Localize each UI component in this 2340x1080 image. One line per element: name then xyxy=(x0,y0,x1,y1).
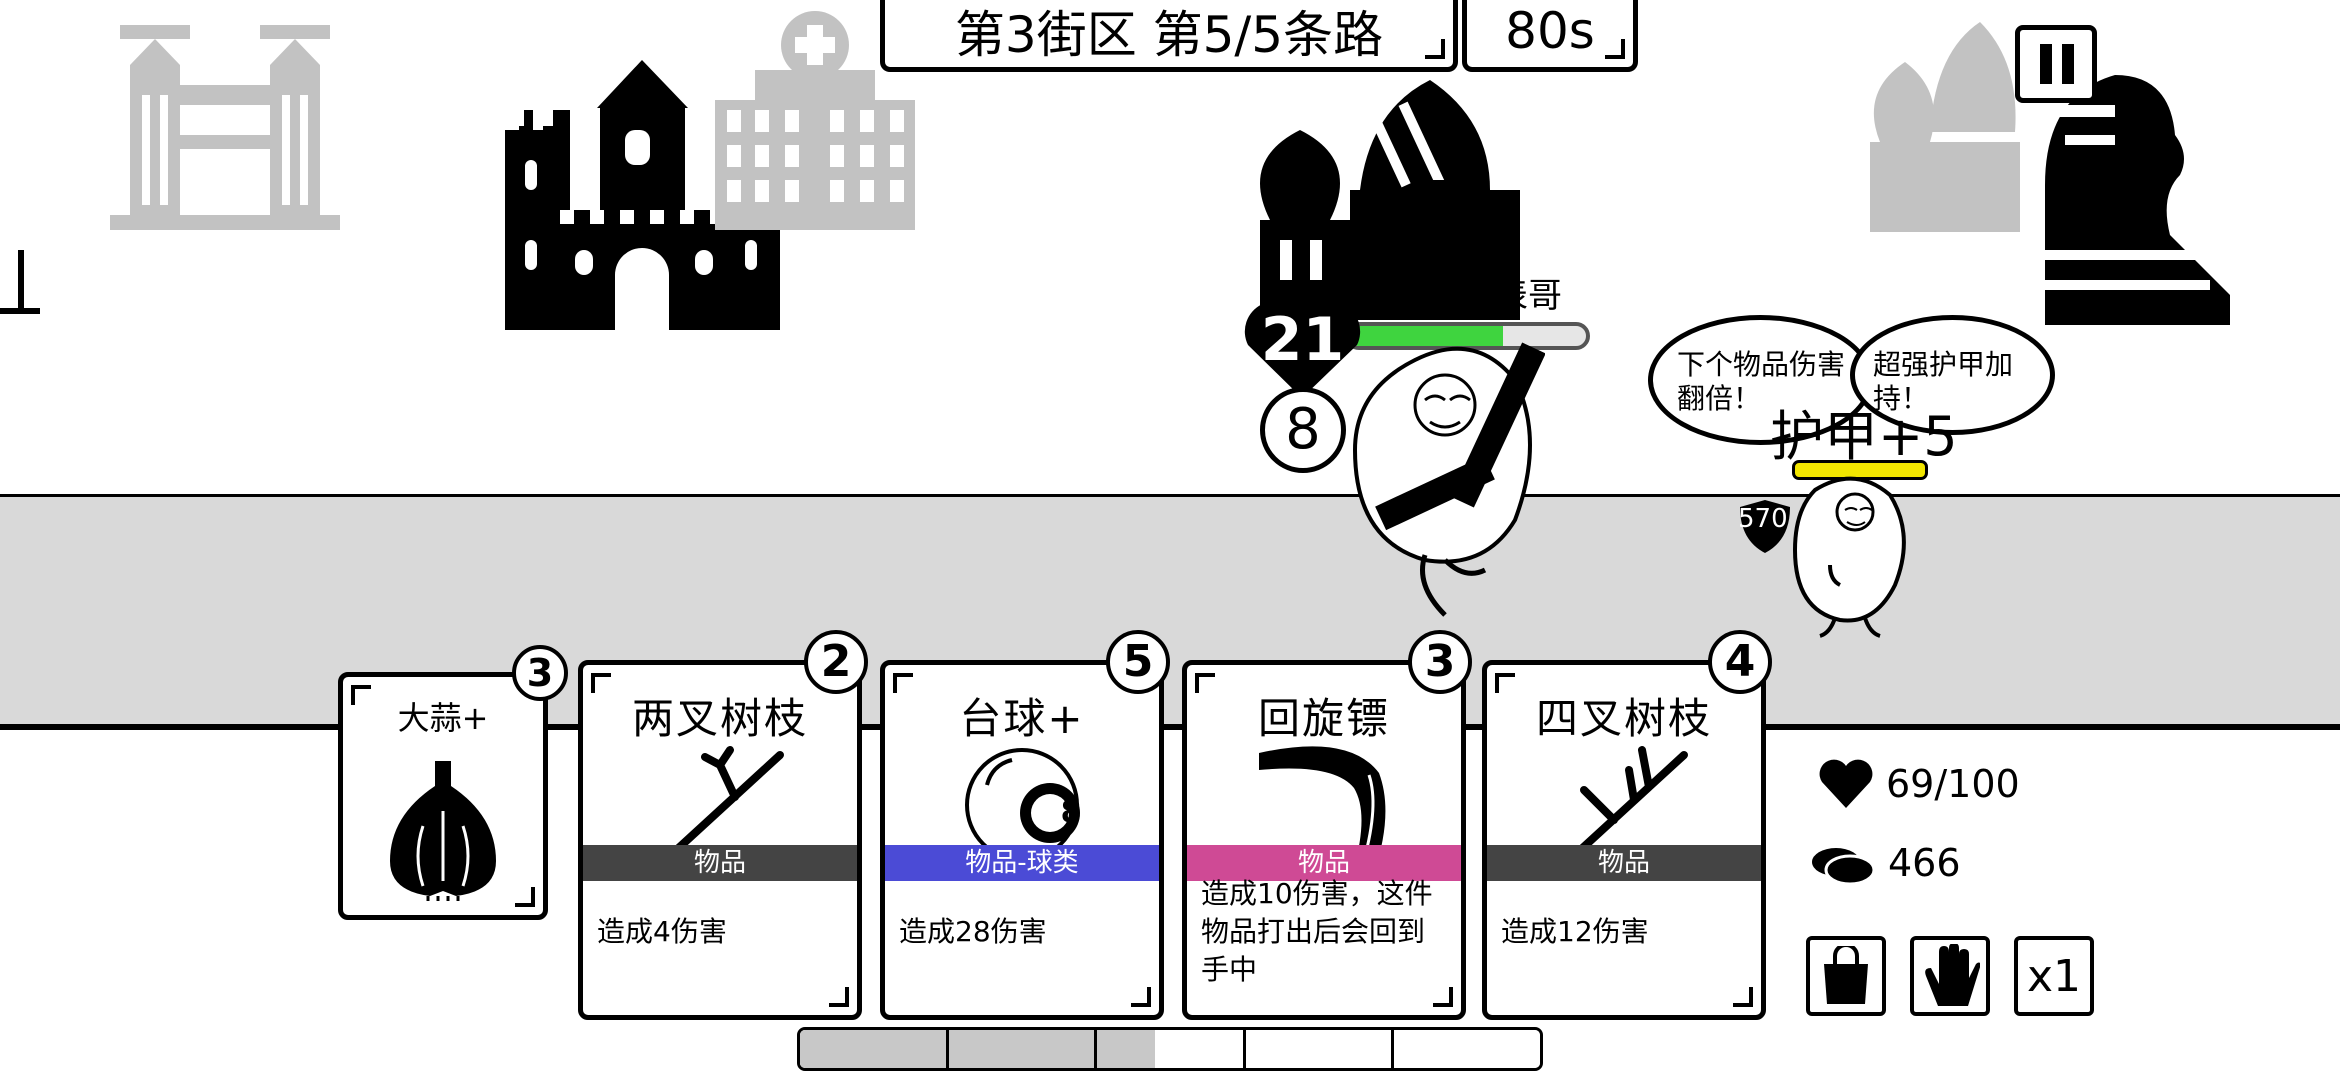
enemy-intent-arrow-icon xyxy=(1405,180,1485,260)
card-title: 台球+ xyxy=(959,694,1085,743)
card-type-band: 物品 xyxy=(1487,845,1761,881)
location-banner: 第3街区 第5/5条路 xyxy=(880,0,1458,72)
enemy-hp-fill xyxy=(1349,326,1504,346)
card-four-fork-branch[interactable]: 四叉树枝 物品 造成12伤害 xyxy=(1482,660,1766,1020)
progress-segment-fill xyxy=(800,1030,946,1068)
player-coins: 466 xyxy=(1810,838,1961,888)
bag-button[interactable] xyxy=(1806,936,1886,1016)
heart-icon xyxy=(1244,300,1361,398)
temple-gate-building xyxy=(110,25,340,230)
bubble-armor-text: 超强护甲加持！ xyxy=(1873,348,2014,415)
billiard-ball-number: 8 xyxy=(1060,795,1082,830)
enemy-name: 大几岁的表哥 xyxy=(1358,276,1562,316)
hand-palm-icon xyxy=(1925,944,1980,1006)
card-garlic[interactable]: 大蒜+ xyxy=(338,672,548,920)
card-cost-badge: 3 xyxy=(1408,630,1472,694)
timer-label: 80s xyxy=(1505,1,1595,60)
card-type-band: 物品 xyxy=(1187,845,1461,881)
progress-segment xyxy=(1394,1030,1540,1068)
card-title: 两叉树枝 xyxy=(631,694,808,743)
progress-segment xyxy=(1097,1030,1246,1068)
enemy-attack-intent: 8 xyxy=(1260,387,1346,473)
speech-bubble-armor: 超强护甲加持！ xyxy=(1850,315,2055,435)
progress-segment-fill xyxy=(1097,1030,1156,1068)
card-boomerang[interactable]: 回旋镖 物品 造成10伤害，这件物品打出后会回到手中 xyxy=(1182,660,1466,1020)
enemy-hp-value: 21 xyxy=(1260,305,1345,375)
card-title: 大蒜+ xyxy=(397,699,489,737)
player-character xyxy=(1792,476,1906,638)
card-type-band: 物品 xyxy=(583,845,857,881)
card-description: 造成10伤害，这件物品打出后会回到手中 xyxy=(1201,877,1433,986)
sphinx-building xyxy=(1965,75,2230,325)
speed-button[interactable]: x1 xyxy=(2014,936,2094,1016)
progress-segment xyxy=(1245,1030,1395,1068)
player-health: 69/100 xyxy=(1818,758,2020,810)
card-type-band: 物品-球类 xyxy=(885,845,1159,881)
billiard-ball-icon xyxy=(965,748,1080,862)
progress-segment xyxy=(948,1030,1098,1068)
player-health-value: 69/100 xyxy=(1886,762,2020,806)
card-description: 造成12伤害 xyxy=(1501,915,1649,948)
coins-icon xyxy=(1812,848,1876,886)
armor-popup: 护甲+5 xyxy=(1770,405,1958,468)
card-cost-badge: 3 xyxy=(512,645,568,701)
enemy-cousin-character xyxy=(1352,342,1545,617)
card-cost-badge: 2 xyxy=(804,630,868,694)
card-billiard-ball[interactable]: 台球+ 8 物品-球类 造成28伤害 xyxy=(880,660,1164,1020)
offscreen-building-edge xyxy=(0,250,40,330)
player-shield-value: 570 xyxy=(1738,504,1788,534)
enemy-attack-value: 8 xyxy=(1285,397,1321,462)
card-cost-badge: 5 xyxy=(1106,630,1170,694)
hand-button[interactable] xyxy=(1910,936,1990,1016)
turn-progress-bar xyxy=(797,1027,1543,1071)
progress-segment-fill xyxy=(948,1030,1095,1068)
card-description: 造成28伤害 xyxy=(899,915,1047,948)
grey-dome-building xyxy=(1870,22,2020,232)
turn-timer: 80s xyxy=(1462,0,1638,72)
garlic-icon xyxy=(390,761,496,901)
pause-icon xyxy=(2040,44,2052,84)
shopping-bag-icon xyxy=(1824,946,1868,1004)
speech-bubble-damage: 下个物品伤害翻倍！ xyxy=(1648,315,1873,445)
player-coins-value: 466 xyxy=(1888,841,1961,885)
progress-segment xyxy=(800,1030,949,1068)
card-title: 四叉树枝 xyxy=(1535,694,1712,743)
location-label: 第3街区 第5/5条路 xyxy=(954,5,1384,64)
card-title: 回旋镖 xyxy=(1257,694,1390,743)
shield-icon xyxy=(1740,500,1790,553)
card-cost-badge: 4 xyxy=(1708,630,1772,694)
speed-label: x1 xyxy=(2026,950,2082,1002)
heart-icon xyxy=(1819,759,1873,808)
card-description: 造成4伤害 xyxy=(597,915,727,948)
bubble-damage-text: 下个物品伤害翻倍！ xyxy=(1677,348,1846,415)
card-two-fork-branch[interactable]: 两叉树枝 物品 造成4伤害 xyxy=(578,660,862,1020)
pause-button[interactable] xyxy=(2015,25,2097,103)
hospital-building xyxy=(715,11,915,230)
